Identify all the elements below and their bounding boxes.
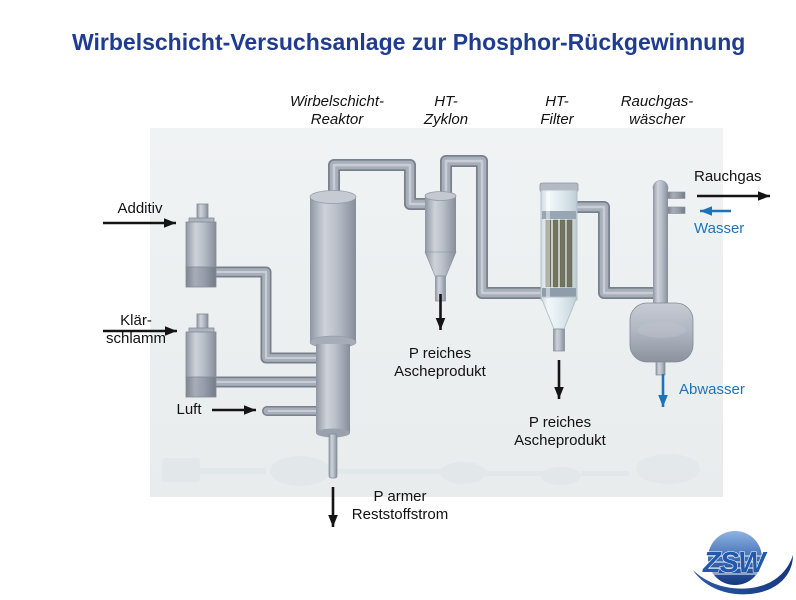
- pipe-filter-to-scrubber: [572, 201, 658, 299]
- logo-text: ZSW: [702, 547, 768, 579]
- logo-wave: [693, 555, 793, 595]
- flue-gas-scrubber: [629, 180, 694, 376]
- floor-reflections: [162, 454, 700, 486]
- label-scrubber: Rauchgas- wäscher: [620, 93, 694, 128]
- flow-arrows-blue: [658, 206, 731, 407]
- sludge-hopper: [185, 313, 217, 398]
- label-ash-filter: P reiches Ascheprodukt: [514, 414, 606, 449]
- zsw-logo: ZSW: [693, 531, 793, 595]
- ht-filter: [539, 182, 579, 352]
- filter-candles: [545, 219, 573, 288]
- additive-hopper: [185, 203, 217, 288]
- label-filter: HT- Filter: [540, 93, 574, 128]
- label-residue: P armer Reststoffstrom: [351, 488, 449, 523]
- pipe-network: [210, 155, 658, 416]
- flow-arrows-black: [103, 191, 770, 527]
- label-reactor: Wirbelschicht- Reaktor: [289, 93, 385, 128]
- pipe-additive-to-reactor: [210, 266, 322, 364]
- fluidized-bed-reactor: [309, 190, 357, 479]
- label-cyclone: HT- Zyklon: [423, 93, 469, 128]
- diagram-background-panel: [150, 128, 723, 497]
- label-ash-cyclone: P reiches Ascheprodukt: [394, 345, 486, 380]
- page-title: Wirbelschicht-Versuchsanlage zur Phospho…: [72, 29, 746, 55]
- label-flue-gas: Rauchgas: [694, 168, 762, 185]
- label-sludge: Klär- schlamm: [105, 312, 166, 347]
- label-additive: Additiv: [117, 200, 163, 217]
- label-water: Wasser: [694, 220, 745, 237]
- label-air: Luft: [176, 401, 202, 418]
- ht-cyclone: [424, 191, 457, 302]
- pipe-reactor-to-cyclone: [328, 159, 433, 210]
- label-waste-water: Abwasser: [679, 381, 745, 398]
- pipe-cyclone-to-filter: [440, 155, 552, 299]
